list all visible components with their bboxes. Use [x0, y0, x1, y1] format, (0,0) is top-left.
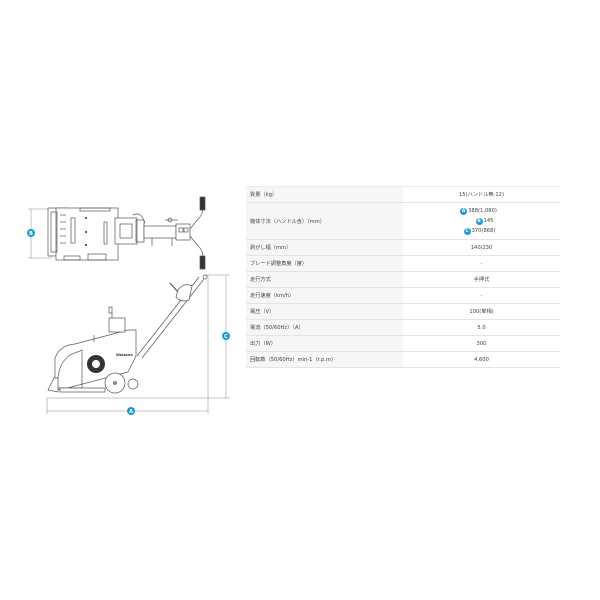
spec-value: 手押式	[403, 271, 560, 288]
dimension-c-value: 370(868)	[471, 228, 496, 234]
dimension-b: B 145	[409, 216, 560, 226]
dimension-c-badge: C	[222, 332, 230, 340]
badge-b: B	[475, 217, 483, 225]
badge-a: A	[460, 207, 468, 215]
spec-row-voltage: 電圧（V） 100(単相)	[246, 303, 560, 320]
spec-label: 剥がし幅（mm）	[246, 239, 403, 256]
dimension-a-value: 388(1,080)	[468, 208, 497, 214]
svg-text:A: A	[129, 409, 133, 415]
spec-value: 100(単相)	[403, 303, 560, 320]
machine-side-view-drawing: Wolsona	[46, 274, 230, 414]
spec-row-output: 出力（W） 300	[246, 335, 560, 352]
spec-label: 走行速度（km/h）	[246, 287, 403, 304]
spec-value-dimensions: A 388(1,080) B 145 C 370(868)	[403, 202, 560, 240]
spec-label: 質量（kg）	[246, 186, 403, 203]
spec-table: 質量（kg） 15(ハンドル無:12) 機体寸法（ハンドル含）（mm） A 38…	[246, 186, 560, 368]
svg-text:B: B	[29, 231, 33, 237]
spec-label: 機体寸法（ハンドル含）（mm）	[246, 202, 403, 240]
spec-label: 走行方式	[246, 271, 403, 288]
spec-label: ブレード調整角度（度）	[246, 255, 403, 272]
machine-drawings: B W	[0, 0, 245, 600]
spec-label: 回転数（50/60Hz）min-1（r.p.m）	[246, 351, 403, 368]
spec-label: 電圧（V）	[246, 303, 403, 320]
spec-value: -	[403, 287, 560, 304]
spec-row-weight: 質量（kg） 15(ハンドル無:12)	[246, 186, 560, 203]
spec-row-travel-speed: 走行速度（km/h） -	[246, 287, 560, 304]
svg-text:Wolsona: Wolsona	[116, 353, 133, 357]
spec-value: 300	[403, 335, 560, 352]
spec-label: 出力（W）	[246, 335, 403, 352]
spec-value: 15(ハンドル無:12)	[403, 186, 560, 203]
spec-value: 4,600	[403, 351, 560, 368]
spec-row-dimensions: 機体寸法（ハンドル含）（mm） A 388(1,080) B 145 C 370…	[246, 202, 560, 240]
svg-text:C: C	[224, 334, 228, 340]
machine-top-view-drawing: B W	[27, 196, 230, 415]
spec-value: 140/230	[403, 239, 560, 256]
dimension-a: A 388(1,080)	[397, 206, 560, 216]
spec-label: 電流（50/60Hz）（A）	[246, 319, 403, 336]
spec-value: -	[403, 255, 560, 272]
dimension-b-value: 145	[483, 218, 494, 224]
spec-row-blade-angle: ブレード調整角度（度） -	[246, 255, 560, 272]
spec-row-rotation: 回転数（50/60Hz）min-1（r.p.m） 4,600	[246, 351, 560, 368]
badge-c: C	[463, 227, 471, 235]
dimension-c: C 370(868)	[399, 226, 560, 236]
spec-value: 5.0	[403, 319, 560, 336]
spec-row-current: 電流（50/60Hz）（A） 5.0	[246, 319, 560, 336]
dimension-a-badge: A	[127, 407, 135, 415]
dimension-b-badge: B	[27, 229, 35, 237]
spec-row-travel-method: 走行方式 手押式	[246, 271, 560, 288]
spec-row-peel-width: 剥がし幅（mm） 140/230	[246, 239, 560, 256]
